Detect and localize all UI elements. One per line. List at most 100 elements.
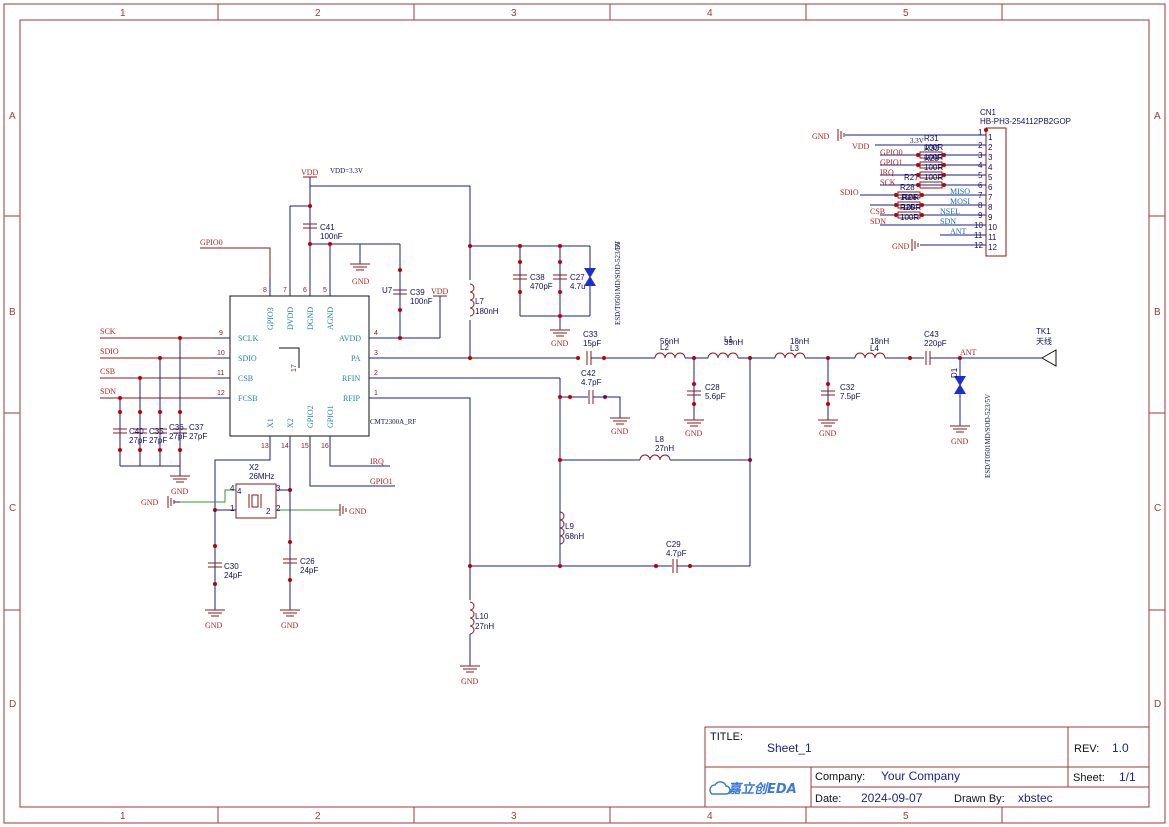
- vdd-label: VDD: [431, 287, 449, 296]
- r28-val: 100R: [900, 193, 919, 202]
- gnd-label: GND: [685, 429, 703, 438]
- chip-u7[interactable]: 9 10 11 12 SCLK SDIO CSB FCSB 4 3 2 1 AV…: [212, 278, 416, 454]
- eda-logo-text: 嘉立创EDA: [727, 781, 797, 797]
- l4-des: L4: [870, 344, 879, 353]
- l10-des: L10: [475, 612, 489, 621]
- svg-text:6: 6: [303, 287, 307, 294]
- d3-val: ESD/T0501MD/SOD-523/5V: [614, 241, 622, 325]
- pin-dgnd: DGND: [306, 307, 315, 330]
- c26-val: 24pF: [300, 566, 318, 575]
- c36-val: 27pF: [169, 432, 187, 441]
- gnd-label: GND: [349, 507, 367, 516]
- pin-rfip: RFIP: [343, 394, 360, 403]
- c30-val: 24pF: [224, 571, 242, 580]
- svg-text:12: 12: [217, 390, 225, 397]
- r25-des: R25: [900, 203, 915, 212]
- d1-des: D1: [950, 367, 959, 378]
- rev-value: 1.0: [1112, 741, 1129, 755]
- row-label: C: [9, 503, 16, 514]
- net-ant: ANT: [960, 348, 977, 357]
- col-label: 1: [120, 811, 126, 822]
- sheet-value: 1/1: [1119, 770, 1136, 784]
- c43-des: C43: [924, 330, 939, 339]
- c29-des: C29: [666, 540, 681, 549]
- gnd-label: GND: [551, 339, 569, 348]
- gnd-label: GND: [461, 677, 479, 686]
- net-gpio0: GPIO0: [200, 238, 223, 247]
- r27-val: 100R: [924, 173, 943, 182]
- crystal-x2[interactable]: X2 26MHz 4 4 1 3 2 2 GND GND C30 24pF: [141, 454, 367, 630]
- r27-des: R27: [904, 173, 919, 182]
- date-label: Date:: [815, 793, 841, 805]
- l2-des: L2: [660, 343, 669, 352]
- svg-text:5: 5: [323, 287, 327, 294]
- svg-text:2: 2: [266, 507, 271, 516]
- l3-des: L3: [790, 344, 799, 353]
- svg-text:9: 9: [988, 213, 993, 222]
- sheet-title: Sheet_1: [767, 741, 812, 755]
- l1-val: 39nH: [724, 338, 743, 347]
- net-sdn: SDN: [100, 387, 116, 396]
- net-sck: SCK: [880, 178, 896, 187]
- net-sdio: SDIO: [100, 347, 119, 356]
- l2-val: 56nH: [660, 337, 679, 346]
- pin-avdd: AVDD: [339, 334, 361, 343]
- row-label: B: [9, 307, 16, 318]
- r28-des: R28: [900, 183, 915, 192]
- c27-val: 4.7u: [570, 282, 586, 291]
- c35-des: C35: [149, 427, 164, 436]
- svg-text:1: 1: [374, 390, 378, 397]
- company-value: Your Company: [881, 769, 960, 783]
- svg-text:3: 3: [276, 484, 281, 493]
- v33-label: 3.3V: [910, 137, 924, 145]
- pin-pa: PA: [351, 354, 361, 363]
- l7-val: 180nH: [475, 307, 499, 316]
- chip-name: CMT2300A_RF: [370, 418, 416, 426]
- l8-des: L8: [655, 435, 664, 444]
- svg-text:17: 17: [291, 364, 298, 372]
- pin-rfin: RFIN: [342, 374, 360, 383]
- net-csb: CSB: [100, 367, 115, 376]
- pin-x2: X2: [286, 418, 295, 428]
- svg-text:7: 7: [283, 287, 287, 294]
- l4-val: 18nH: [870, 337, 889, 346]
- c35-val: 27pF: [149, 436, 167, 445]
- r29-des: R29: [924, 154, 939, 163]
- d1-val: ESD/T0501MD/SOD-523/5V: [984, 394, 992, 478]
- net-csb: CSB: [870, 207, 885, 216]
- svg-text:5: 5: [988, 173, 993, 182]
- drawn-by-label: Drawn By:: [954, 793, 1005, 805]
- c42-val: 4.7pF: [581, 378, 602, 387]
- c33-des: C33: [583, 330, 598, 339]
- c43-val: 220pF: [924, 339, 947, 348]
- col-label: 5: [903, 811, 909, 822]
- vdd-label: VDD: [852, 142, 870, 151]
- svg-text:4: 4: [230, 484, 235, 493]
- sheet-frame: [3, 3, 1166, 824]
- x2-des: X2: [249, 463, 259, 472]
- col-label: 3: [511, 811, 517, 822]
- r26-val: 100R: [902, 203, 921, 212]
- svg-text:13: 13: [261, 443, 269, 450]
- r25-val: 100R: [900, 213, 919, 222]
- svg-text:16: 16: [321, 443, 329, 450]
- pin-fcsb: FCSB: [238, 394, 258, 403]
- svg-text:10: 10: [988, 223, 997, 232]
- sheet-label: Sheet:: [1073, 772, 1105, 784]
- col-label: 5: [903, 8, 909, 19]
- svg-text:4: 4: [237, 487, 242, 496]
- net-sdn: SDN: [940, 217, 956, 226]
- row-label: A: [1154, 111, 1161, 122]
- net-irq: IRQ: [370, 457, 384, 466]
- tk1-des: TK1: [1036, 327, 1051, 336]
- spi-nets: SCK SDIO CSB SDN C40 27pF C35 27pF C36 2…: [100, 327, 212, 496]
- vdd-note: VDD=3.3V: [330, 167, 363, 175]
- c26-des: C26: [300, 557, 315, 566]
- pin-agnd: AGND: [326, 307, 335, 330]
- zone-labels: 1 2 3 4 5 1 2 3 4 5 A B C D A B C D: [9, 8, 1161, 822]
- net-mosi: MOSI: [950, 197, 970, 206]
- pin-sclk: SCLK: [238, 334, 259, 343]
- svg-text:8: 8: [988, 203, 993, 212]
- row-label: B: [1154, 307, 1161, 318]
